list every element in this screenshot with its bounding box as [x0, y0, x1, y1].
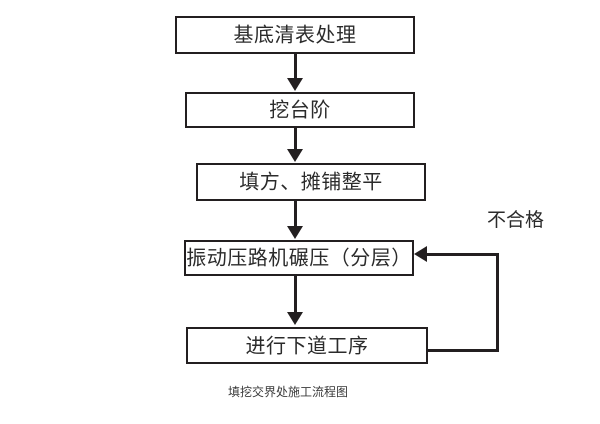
process-node-fill-spread-level[interactable]: 填方、摊铺整平	[196, 163, 426, 201]
connector-n4-n5-line	[294, 276, 297, 313]
feedback-loop-top-segment	[426, 253, 499, 256]
connector-n2-n3-line	[294, 128, 297, 150]
node-label: 填方、摊铺整平	[239, 169, 383, 194]
process-node-vibratory-roller-compaction[interactable]: 振动压路机碾压（分层）	[184, 240, 414, 276]
connector-n1-n2-arrowhead	[287, 78, 303, 91]
node-label: 基底清表处理	[233, 22, 357, 47]
node-label: 进行下道工序	[245, 333, 369, 357]
process-node-excavate-steps[interactable]: 挖台阶	[185, 92, 415, 128]
feedback-loop-bottom-segment	[428, 349, 499, 352]
connector-n3-n4-arrowhead	[287, 226, 303, 239]
figure-caption: 填挖交界处施工流程图	[228, 385, 349, 399]
feedback-loop-arrowhead	[414, 246, 427, 262]
edge-label-unqualified: 不合格	[487, 209, 545, 231]
process-node-next-procedure[interactable]: 进行下道工序	[186, 327, 428, 364]
feedback-loop-right-segment	[496, 253, 499, 352]
connector-n4-n5-arrowhead	[287, 312, 303, 325]
connector-n1-n2-line	[294, 54, 297, 79]
connector-n3-n4-line	[294, 201, 297, 227]
node-label: 挖台阶	[269, 97, 331, 122]
process-node-base-surface-clearing[interactable]: 基底清表处理	[175, 16, 415, 54]
node-label: 振动压路机碾压（分层）	[186, 245, 412, 270]
connector-n2-n3-arrowhead	[287, 149, 303, 162]
